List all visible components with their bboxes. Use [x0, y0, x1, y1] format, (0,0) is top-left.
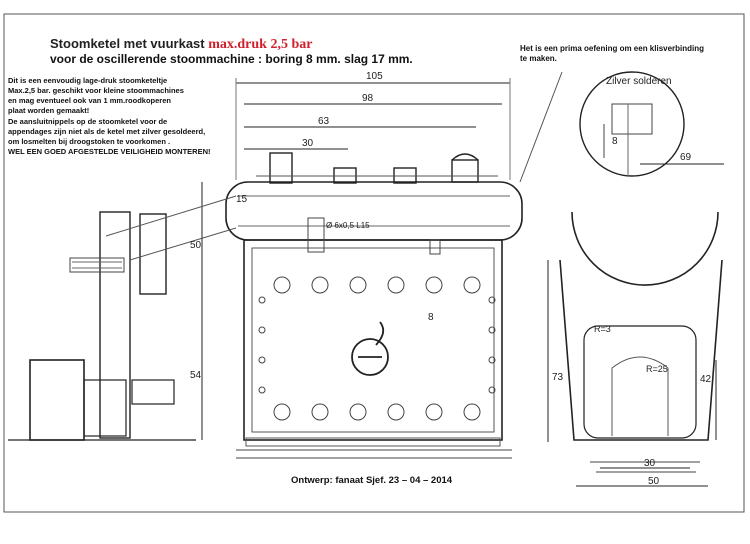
solder-label: Zilver solderen: [606, 76, 672, 87]
boiler-front-view: [201, 78, 523, 459]
firebox: [243, 239, 503, 441]
dim-length-63: 63: [318, 116, 330, 127]
dim-base-overall: 50: [648, 476, 660, 487]
clip-note-line: te maken.: [520, 54, 557, 63]
dim-end-offset: 15: [236, 194, 248, 205]
fitting-left: [269, 152, 293, 184]
rivet-row-top: [273, 276, 481, 294]
note-line: Max.2,5 bar. geschikt voor kleine stoomm…: [8, 86, 184, 95]
dim-length-30: 30: [302, 138, 314, 149]
dim-hole-pitch: 8: [428, 312, 434, 323]
dim-height-50: 50: [190, 240, 202, 251]
dimension-labels: 105 98 63 30 15 Ø 6x0,5 L15 50 54 8 8 69…: [190, 71, 712, 487]
dim-height-54: 54: [190, 370, 202, 381]
title-prefix: Stoomketel met vuurkast: [50, 36, 205, 51]
note-line: om losmelten bij droogstoken te voorkome…: [8, 137, 171, 146]
drawing-subtitle: voor de oscillerende stoommachine : bori…: [50, 52, 413, 66]
clip-note: Het is een prima oefening om een klisver…: [520, 44, 704, 64]
designer-credit: Ontwerp: fanaat Sjef. 23 – 04 – 2014: [291, 475, 453, 486]
clip-note-line: Het is een prima oefening om een klisver…: [520, 44, 705, 53]
boiler-drum: [225, 181, 523, 241]
title-pressure: max.druk 2,5 bar: [208, 37, 313, 52]
dim-overall-length: 105: [366, 71, 383, 82]
solder-detail: [519, 71, 685, 183]
drawing-title: Stoomketel met vuurkast max.druk 2,5 bar: [50, 36, 312, 53]
dim-radius-small: R=3: [594, 324, 611, 334]
safety-valve: [451, 159, 479, 183]
dim-pipe-spec: Ø 6x0,5 L15: [326, 221, 370, 230]
note-line: appendages zijn niet als de ketel met zi…: [8, 127, 206, 136]
dim-radius-large: R=25: [646, 364, 668, 374]
sheet-frame: [3, 13, 745, 513]
warning-line: WEL EEN GOED AFGESTELDE VEILIGHEID MONTE…: [8, 147, 211, 156]
note-line: Dit is een eenvoudig lage-druk stoomkete…: [8, 76, 168, 85]
spring-detail: [69, 257, 125, 273]
note-line: en mag eventueel ook van 1 mm.roodkopere…: [8, 96, 171, 105]
dim-detail-height: 8: [612, 136, 618, 147]
dim-side-width: 69: [680, 152, 692, 163]
rivet-row-bottom: [273, 403, 481, 421]
logo-circle: [351, 338, 389, 376]
note-line: plaat worden gemaakt!: [8, 106, 90, 115]
dim-side-height: 73: [552, 372, 564, 383]
dim-base-width: 30: [644, 458, 656, 469]
note-line: De aansluitnippels op de stoomketel voor…: [8, 117, 168, 126]
boiler-side-view: [547, 163, 724, 487]
flywheel-housing: [29, 359, 85, 441]
dim-length-98: 98: [362, 93, 374, 104]
dim-door-height: 42: [700, 374, 712, 385]
engine-assembly: [8, 195, 237, 441]
side-drum: [571, 211, 719, 286]
